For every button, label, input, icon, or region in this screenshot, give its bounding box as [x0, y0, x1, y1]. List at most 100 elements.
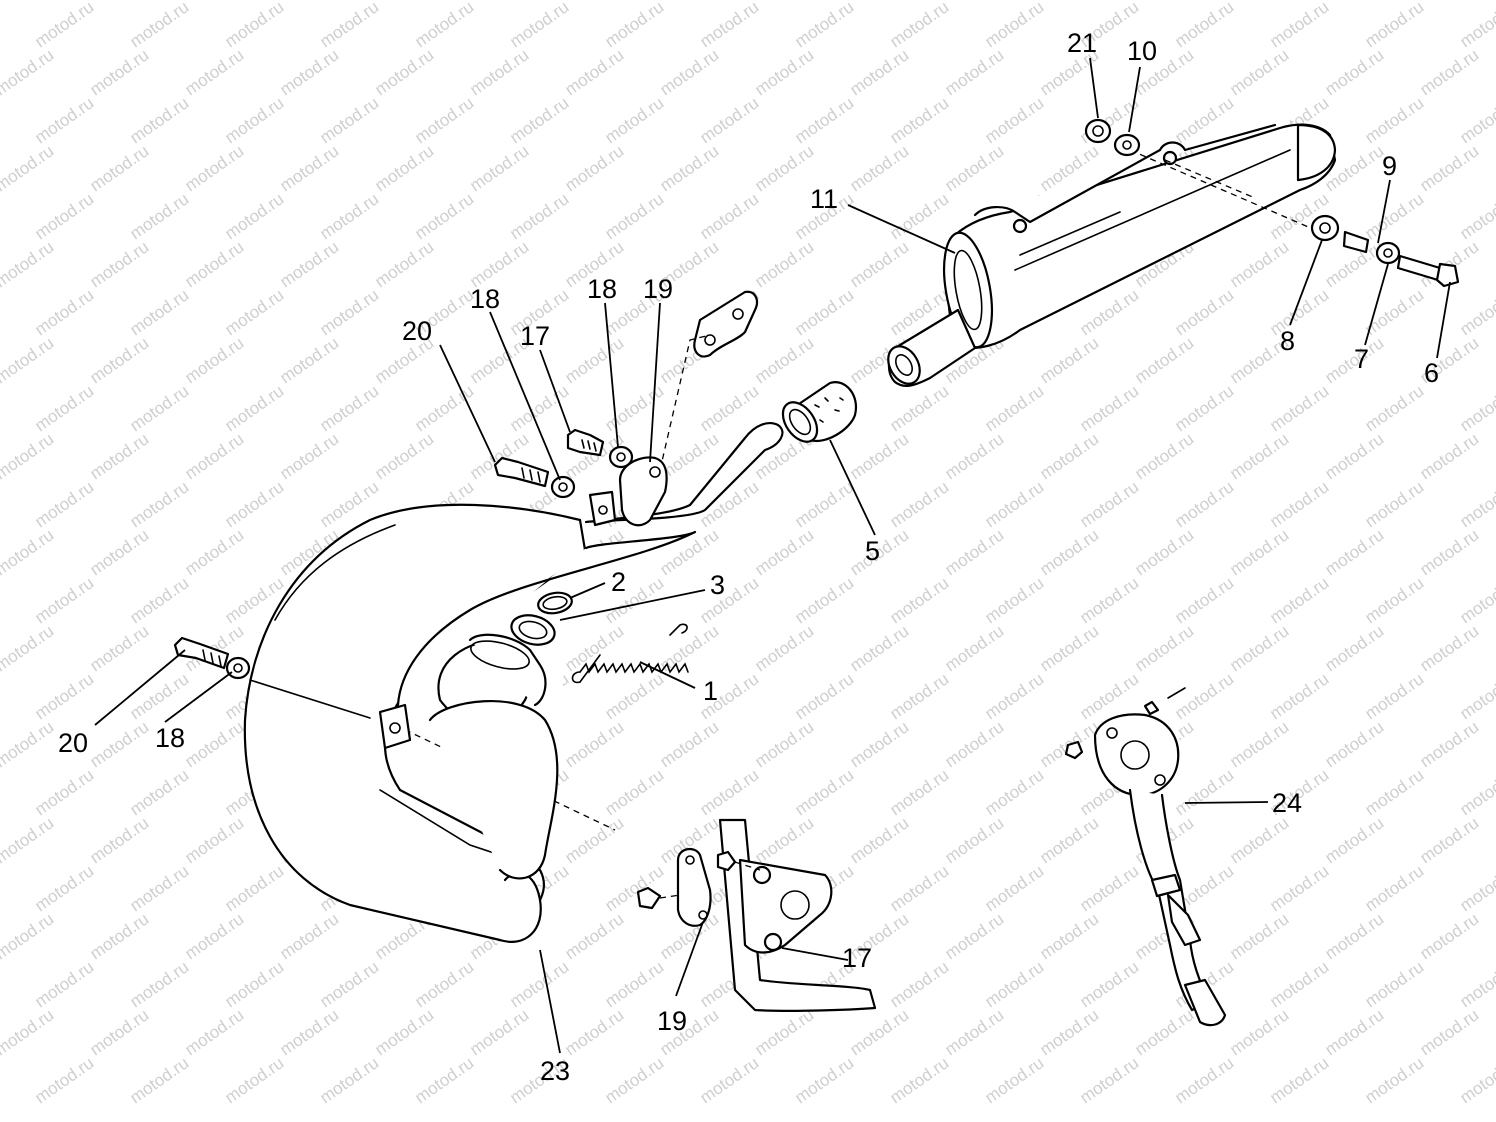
watermark-text: motod.ru	[1456, 765, 1496, 819]
watermark-text: motod.ru	[221, 861, 287, 915]
watermark-text: motod.ru	[1266, 573, 1332, 627]
watermark-text: motod.ru	[276, 909, 342, 963]
watermark-text: motod.ru	[656, 621, 722, 675]
watermark-text: motod.ru	[981, 381, 1047, 435]
watermark-text: motod.ru	[601, 957, 667, 1011]
watermark-text: motod.ru	[181, 909, 247, 963]
watermark-text: motod.ru	[466, 141, 532, 195]
watermark-text: motod.ru	[276, 429, 342, 483]
watermark-text: motod.ru	[886, 1053, 952, 1107]
watermark-text: motod.ru	[126, 285, 192, 339]
watermark-text: motod.ru	[31, 957, 97, 1011]
watermark-text: motod.ru	[506, 189, 572, 243]
watermark-text: motod.ru	[561, 45, 627, 99]
watermark-text: motod.ru	[126, 573, 192, 627]
watermark-text: motod.ru	[1171, 381, 1237, 435]
watermark-text: motod.ru	[696, 1053, 762, 1107]
watermark-text: motod.ru	[941, 429, 1007, 483]
watermark-text: motod.ru	[0, 573, 2, 627]
watermark-text: motod.ru	[181, 429, 247, 483]
watermark-text: motod.ru	[886, 189, 952, 243]
watermark-text: motod.ru	[791, 573, 857, 627]
watermark-text: motod.ru	[1456, 285, 1496, 339]
watermark-text: motod.ru	[751, 333, 817, 387]
watermark-text: motod.ru	[886, 861, 952, 915]
watermark-text: motod.ru	[86, 429, 152, 483]
watermark-text: motod.ru	[371, 141, 437, 195]
watermark-text: motod.ru	[126, 765, 192, 819]
watermark-text: motod.ru	[791, 93, 857, 147]
watermark-text: motod.ru	[371, 1005, 437, 1059]
watermark-text: motod.ru	[0, 45, 57, 99]
watermark-text: motod.ru	[1361, 573, 1427, 627]
silencer-muffler	[887, 123, 1337, 387]
label-17-top: 17	[520, 321, 550, 351]
watermark-text: motod.ru	[696, 573, 762, 627]
watermark-text: motod.ru	[371, 237, 437, 291]
watermark-text: motod.ru	[696, 189, 762, 243]
watermark-text: motod.ru	[1321, 1005, 1387, 1059]
watermark-text: motod.ru	[181, 333, 247, 387]
watermark-text: motod.ru	[751, 237, 817, 291]
watermark-text: motod.ru	[276, 141, 342, 195]
watermark-text: motod.ru	[31, 93, 97, 147]
watermark-text: motod.ru	[1036, 909, 1102, 963]
watermark-text: motod.ru	[86, 621, 152, 675]
watermark-text: motod.ru	[411, 189, 477, 243]
watermark-text: motod.ru	[86, 0, 152, 3]
watermark-text: motod.ru	[981, 669, 1047, 723]
watermark-text: motod.ru	[126, 477, 192, 531]
watermark-text: motod.ru	[791, 285, 857, 339]
label-3: 3	[710, 570, 725, 600]
watermark-text: motod.ru	[561, 621, 627, 675]
gaskets	[510, 591, 573, 646]
watermark-text: motod.ru	[1321, 525, 1387, 579]
label-21: 21	[1067, 28, 1097, 58]
label-24: 24	[1272, 788, 1302, 818]
watermark-text: motod.ru	[466, 45, 532, 99]
watermark-text: motod.ru	[181, 45, 247, 99]
watermark-text: motod.ru	[1456, 957, 1496, 1011]
watermark-text: motod.ru	[0, 237, 57, 291]
inset-manifold-hose	[1064, 687, 1227, 1027]
watermark-text: motod.ru	[181, 525, 247, 579]
watermark-text: motod.ru	[466, 0, 532, 3]
watermark-text: motod.ru	[1226, 1005, 1292, 1059]
spring	[571, 623, 689, 684]
watermark-text: motod.ru	[601, 765, 667, 819]
watermark-text: motod.ru	[846, 141, 912, 195]
watermark-text: motod.ru	[1076, 957, 1142, 1011]
watermark-text: motod.ru	[1171, 285, 1237, 339]
watermark-text: motod.ru	[1171, 0, 1237, 51]
watermark-text: motod.ru	[696, 93, 762, 147]
watermark-text: motod.ru	[981, 861, 1047, 915]
watermark-text: motod.ru	[751, 717, 817, 771]
watermark-text: motod.ru	[981, 765, 1047, 819]
watermark-text: motod.ru	[0, 1053, 2, 1107]
watermark-text: motod.ru	[1416, 141, 1482, 195]
watermark-text: motod.ru	[316, 0, 382, 51]
watermark-text: motod.ru	[941, 909, 1007, 963]
label-8: 8	[1280, 326, 1295, 356]
watermark-text: motod.ru	[1226, 813, 1292, 867]
label-10: 10	[1127, 36, 1157, 66]
watermark-text: motod.ru	[981, 477, 1047, 531]
watermark-text: motod.ru	[941, 621, 1007, 675]
part-number-labels: 21 10 11 9 8 7 6 18 19 20 18 17 5 2 3 1 …	[58, 28, 1439, 1086]
watermark-text: motod.ru	[1361, 861, 1427, 915]
watermark-text: motod.ru	[1266, 1053, 1332, 1107]
watermark-text: motod.ru	[181, 0, 247, 3]
watermark-text: motod.ru	[1361, 669, 1427, 723]
label-20-top: 20	[402, 316, 432, 346]
watermark-text: motod.ru	[86, 525, 152, 579]
watermark-text: motod.ru	[181, 813, 247, 867]
watermark-text: motod.ru	[1226, 45, 1292, 99]
watermark-text: motod.ru	[1076, 1053, 1142, 1107]
watermark-text: motod.ru	[1416, 45, 1482, 99]
watermark-text: motod.ru	[1321, 909, 1387, 963]
watermark-text: motod.ru	[1226, 237, 1292, 291]
watermark-text: motod.ru	[0, 381, 2, 435]
label-19-bottom: 19	[657, 1006, 687, 1036]
watermark-text: motod.ru	[941, 0, 1007, 3]
